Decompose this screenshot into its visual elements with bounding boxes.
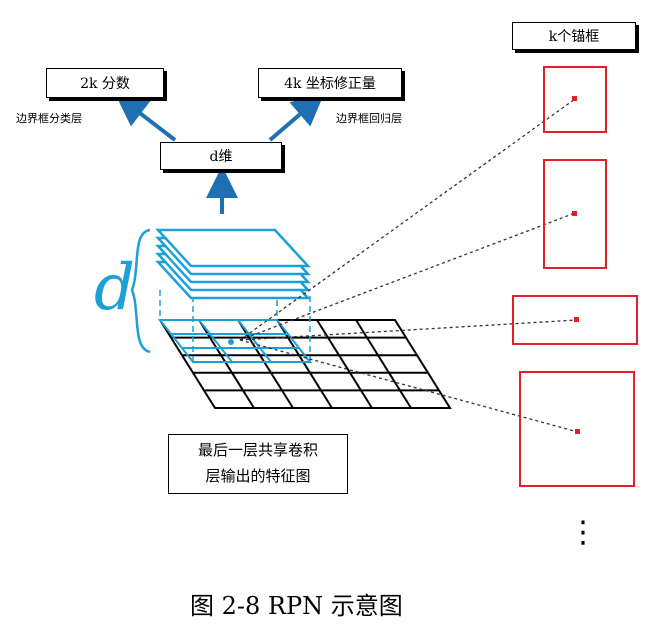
depth-label: d xyxy=(94,251,135,325)
arrow-to-cls xyxy=(115,94,177,142)
anchor-box-1 xyxy=(543,66,607,133)
anchor-boxes xyxy=(512,66,638,487)
anchors-title-box: k个锚框 xyxy=(512,22,636,50)
anchor-links xyxy=(239,98,579,433)
anchor-box-3 xyxy=(512,295,638,345)
anchor-box-2 xyxy=(543,159,607,269)
dim-box: d维 xyxy=(160,142,282,170)
cls-score-box: 2k 分数 xyxy=(46,68,164,98)
reg-layer-note: 边界框回归层 xyxy=(336,112,402,125)
reg-offset-box: 4k 坐标修正量 xyxy=(258,68,402,98)
reg-offset-label: 4k 坐标修正量 xyxy=(284,76,376,92)
channel-stack xyxy=(155,228,311,300)
feature-map-line2: 层输出的特征图 xyxy=(205,467,311,485)
anchor-box-4 xyxy=(519,371,635,487)
arrow-to-reg xyxy=(268,93,325,142)
more-anchors-ellipsis: ⋮ xyxy=(568,515,598,550)
projection-lines xyxy=(159,290,311,362)
feature-map-line1: 最后一层共享卷积 xyxy=(197,441,318,459)
anchor-centers xyxy=(572,96,580,434)
dim-label: d维 xyxy=(209,149,233,165)
figure-caption: 图 2-8 RPN 示意图 xyxy=(190,592,403,620)
anchors-title-label: k个锚框 xyxy=(548,29,600,45)
depth-brace xyxy=(130,228,151,354)
cls-score-label: 2k 分数 xyxy=(80,76,130,92)
cls-layer-note: 边界框分类层 xyxy=(16,112,82,125)
center-point xyxy=(228,339,234,345)
feature-map-box: 最后一层共享卷积 层输出的特征图 xyxy=(168,434,348,494)
